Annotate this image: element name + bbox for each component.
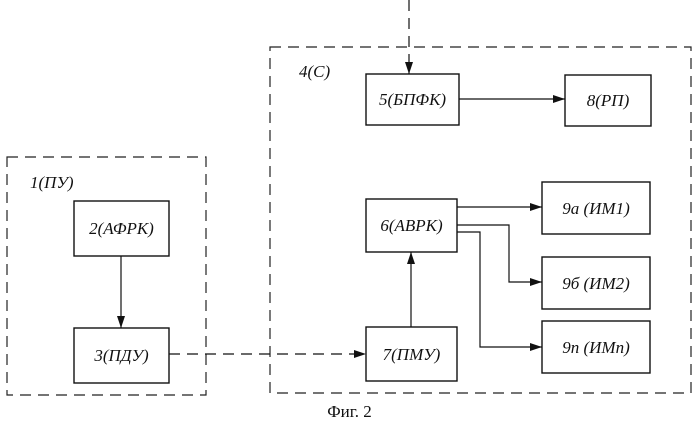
block-6-label: 6(АВРК) xyxy=(380,216,443,235)
arrow-6-to-9b xyxy=(457,225,542,282)
block-7-label: 7(ПМУ) xyxy=(383,345,441,364)
block-9a-label: 9а (ИМ1) xyxy=(562,199,630,218)
block-5: 5(БПФК) xyxy=(366,74,459,125)
block-3-label: 3(ПДУ) xyxy=(93,346,149,365)
block-9b-label: 9б (ИМ2) xyxy=(562,274,630,293)
block-8: 8(РП) xyxy=(565,75,651,126)
block-6: 6(АВРК) xyxy=(366,199,457,252)
block-9n-label: 9n (ИМn) xyxy=(562,338,630,357)
group-control-unit-label: 1(ПУ) xyxy=(30,173,74,192)
block-3: 3(ПДУ) xyxy=(74,328,169,383)
block-2: 2(АФРК) xyxy=(74,201,169,256)
block-9a: 9а (ИМ1) xyxy=(542,182,650,234)
figure-caption: Фиг. 2 xyxy=(327,402,372,421)
block-8-label: 8(РП) xyxy=(587,91,630,110)
group-system-label: 4(С) xyxy=(299,62,331,81)
arrow-6-to-9n xyxy=(457,232,542,347)
block-2-label: 2(АФРК) xyxy=(89,219,154,238)
block-5-label: 5(БПФК) xyxy=(379,90,446,109)
block-9n: 9n (ИМn) xyxy=(542,321,650,373)
block-7: 7(ПМУ) xyxy=(366,327,457,381)
block-9b: 9б (ИМ2) xyxy=(542,257,650,309)
